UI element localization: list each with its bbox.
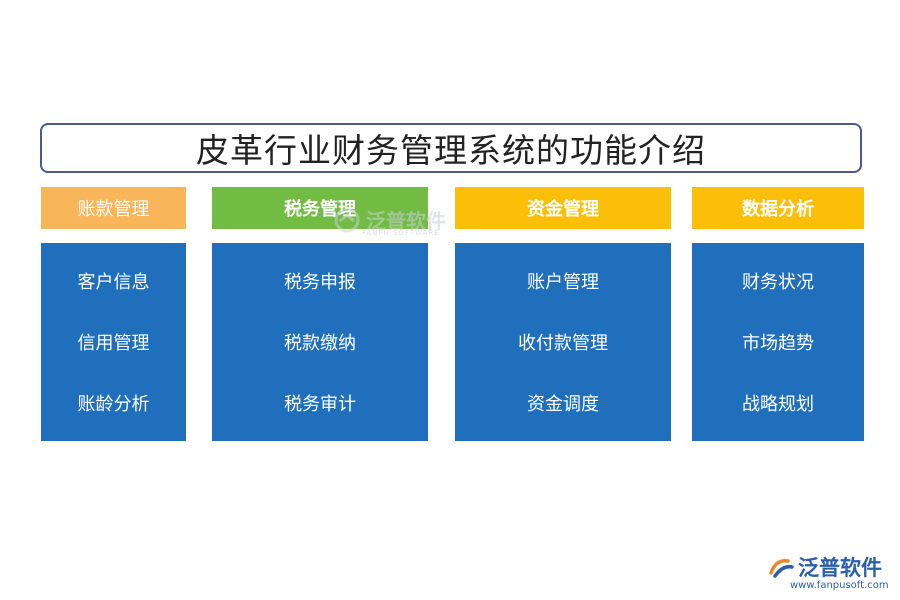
body-data-analysis: 财务状况 市场趋势 战略规划 [692, 243, 864, 441]
item-account-management: 账户管理 [527, 272, 599, 294]
header-accounts: 账款管理 [41, 187, 186, 229]
header-accounts-label: 账款管理 [77, 199, 150, 220]
header-data-analysis: 数据分析 [692, 187, 864, 229]
body-accounts: 客户信息 信用管理 账龄分析 [41, 243, 186, 441]
item-payment-management: 收付款管理 [518, 332, 608, 354]
item-credit-management: 信用管理 [77, 332, 150, 354]
watermark-logo-icon [334, 207, 360, 232]
watermark-text: 泛普软件 [366, 209, 446, 233]
item-financial-status: 财务状况 [742, 272, 814, 294]
title-box: 皮革行业财务管理系统的功能介绍 [40, 123, 862, 173]
brand-logo-text: 泛普软件 [798, 556, 882, 580]
item-tax-payment: 税款缴纳 [284, 332, 356, 354]
item-customer-info: 客户信息 [77, 272, 150, 294]
diagram-title: 皮革行业财务管理系统的功能介绍 [196, 131, 706, 170]
brand-logo: 泛普软件 [768, 552, 882, 582]
body-tax: 税务申报 税款缴纳 税务审计 [212, 243, 428, 441]
item-fund-scheduling: 资金调度 [527, 393, 599, 415]
watermark-subtext: FANPU SOFTWARE [362, 229, 440, 237]
header-funds: 资金管理 [455, 187, 671, 229]
item-strategic-planning: 战略规划 [742, 393, 814, 415]
item-tax-declaration: 税务申报 [284, 272, 356, 294]
body-funds: 账户管理 收付款管理 资金调度 [455, 243, 671, 441]
item-aging-analysis: 账龄分析 [77, 393, 150, 415]
watermark: 泛普软件 [334, 205, 446, 234]
brand-url: www.fanpusoft.com [790, 580, 889, 591]
header-data-analysis-label: 数据分析 [742, 199, 814, 220]
item-market-trend: 市场趋势 [742, 332, 814, 354]
brand-logo-icon [769, 559, 794, 578]
item-tax-audit: 税务审计 [284, 393, 356, 415]
header-funds-label: 资金管理 [527, 199, 599, 220]
